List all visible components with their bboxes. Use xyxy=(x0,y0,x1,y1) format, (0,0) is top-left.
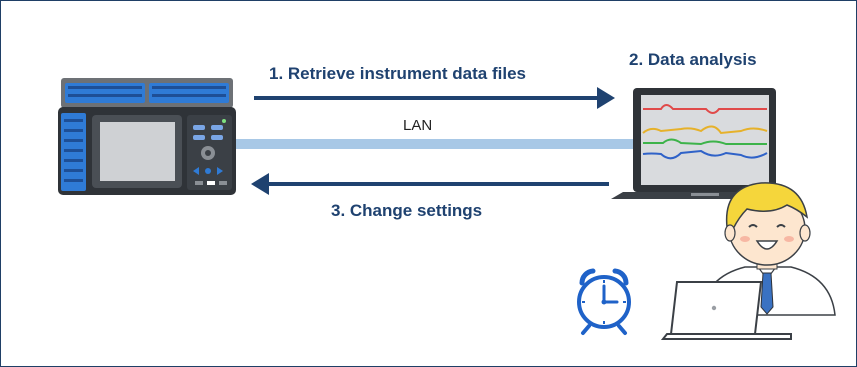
lan-cable xyxy=(226,139,641,149)
settings-arrow xyxy=(251,173,609,195)
waveform-yellow xyxy=(642,125,768,135)
lan-label: LAN xyxy=(403,117,433,134)
waveform-green xyxy=(643,138,767,146)
data-analysis-label: 2. Data analysis xyxy=(629,50,757,69)
laptop-icon xyxy=(611,88,799,199)
person-icon xyxy=(700,182,836,316)
change-settings-label: 3. Change settings xyxy=(331,201,483,220)
retrieve-arrow xyxy=(254,87,615,109)
retrieve-files-label: 1. Retrieve instrument data files xyxy=(269,64,526,83)
waveform-blue xyxy=(642,149,768,160)
alarm-clock-icon xyxy=(577,268,631,335)
instrument-icon xyxy=(58,78,236,195)
small-laptop-icon xyxy=(660,281,792,340)
waveform-red xyxy=(643,104,767,114)
